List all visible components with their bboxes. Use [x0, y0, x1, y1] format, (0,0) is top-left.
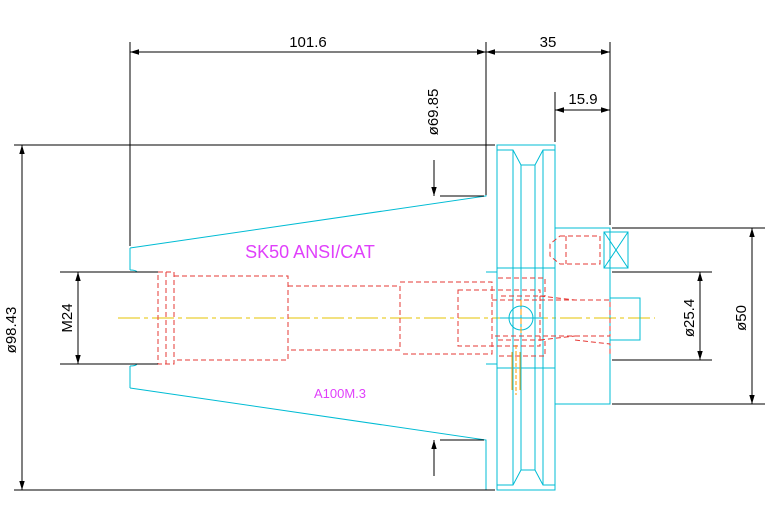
dim-bore-dia: ø25.4: [681, 299, 698, 337]
model-label: A100M.3: [314, 386, 366, 401]
part-outline: [129, 144, 641, 491]
dim-shank-dia: ø50: [733, 305, 750, 331]
dim-taper-dia: ø69.85: [425, 89, 442, 136]
dim-flange-dia: ø98.43: [3, 307, 20, 354]
dimension-lines: [19, 49, 755, 490]
dim-taper-length: 101.6: [289, 34, 327, 51]
dim-shank-length: 15.9: [568, 91, 597, 108]
extension-lines: [14, 42, 765, 491]
retention-pin: [511, 300, 522, 395]
dim-thread: M24: [59, 303, 76, 332]
dim-flange-to-end: 35: [540, 34, 557, 51]
hidden-lines: [157, 235, 611, 365]
part-label: SK50 ANSI/CAT: [245, 242, 375, 262]
